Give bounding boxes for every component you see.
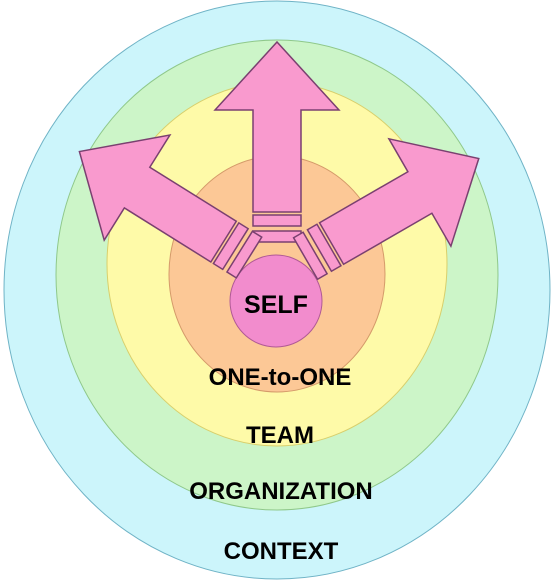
upper-left-arrow [78, 133, 263, 279]
label-team: TEAM [246, 422, 314, 449]
ring-self [229, 254, 323, 348]
label-context: CONTEXT [224, 538, 339, 565]
label-self: SELF [244, 291, 308, 319]
upper-right-arrow [292, 137, 480, 281]
label-one-to-one: ONE-to-ONE [209, 364, 352, 391]
label-organization: ORGANIZATION [189, 478, 373, 505]
up-arrow [213, 40, 341, 243]
